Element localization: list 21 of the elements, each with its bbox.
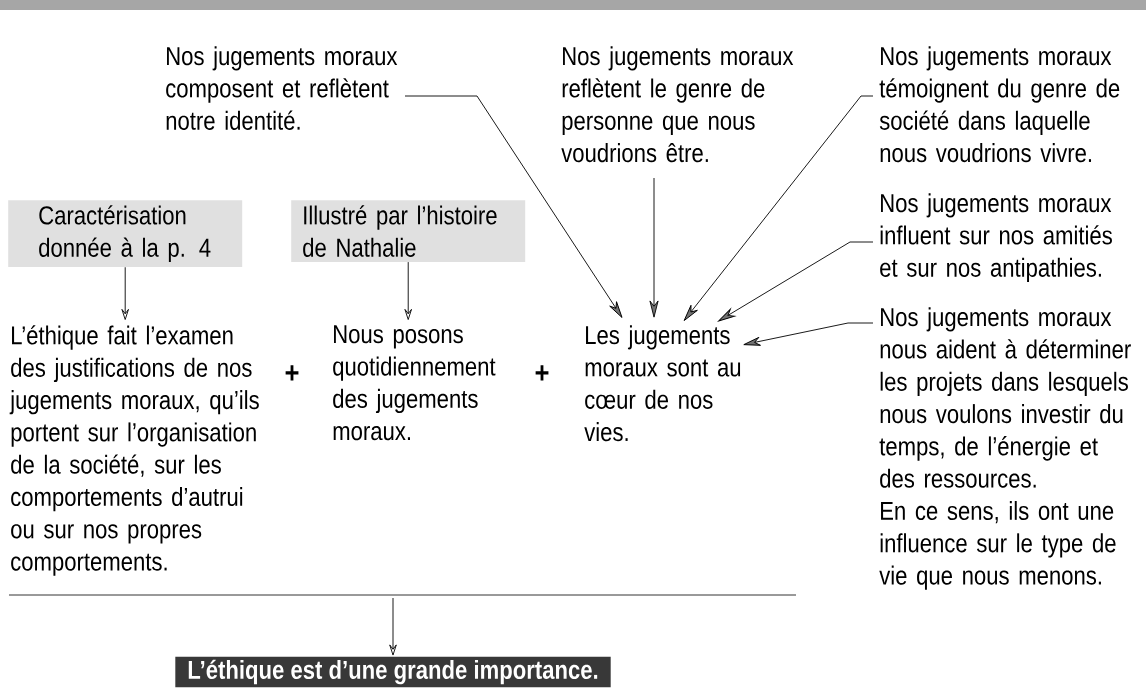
arrow [389, 597, 397, 656]
arrow [121, 266, 129, 320]
arrow [683, 95, 874, 321]
callout-text: Nos jugements moraux composent et reflètent notre identité. [166, 46, 398, 130]
callout-text: Nos jugements moraux nous aident à déterminer les projets dans lesquels nous voulons investir du temps, de l’énergie et des ressources. En ce sens, ils ont une influence sur le type de vie que nous menons. [879, 307, 1131, 590]
arrow [649, 177, 659, 318]
statement-text: Les jugements moraux sont au cœur de nos vies. [584, 325, 741, 442]
arrow [404, 95, 623, 318]
note-box: Caractérisation donnée à la p. 4 [8, 200, 243, 268]
plus-sign: + [535, 365, 549, 381]
callout-text: Nos jugements moraux influent sur nos amitiés et sur nos antipathies. [880, 193, 1112, 283]
callout-text: Nos jugements moraux reflètent le genre de personne que nous voudrions être. [561, 46, 794, 163]
callout-text: Nos jugements moraux témoignent du genre de société dans laquelle nous voudrions vivre. [879, 46, 1120, 163]
arrow [743, 322, 874, 346]
arrow [404, 261, 412, 320]
arrow [718, 241, 874, 322]
statement-text: L’éthique fait l’examen des justifications de nos jugements moraux, qu’ils portent sur l’organisation de la société, sur les comportements d’autrui ou sur nos propres comportements. [9, 325, 259, 576]
statement-text: Nous posons quotidiennement des jugements moraux. [333, 325, 496, 441]
conclusion-box: L’éthique est d’une grande importance. [175, 656, 611, 688]
note-box: Illustré par l’histoire de Nathalie [291, 200, 526, 262]
plus-sign: + [285, 365, 299, 381]
